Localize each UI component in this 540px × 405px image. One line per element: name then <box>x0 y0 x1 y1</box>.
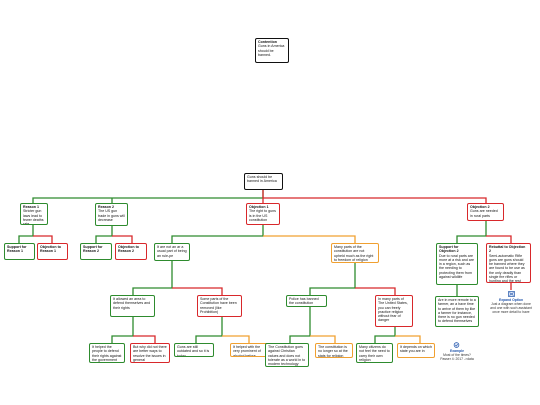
support-reason2-title: Support for Reason 2 <box>83 245 103 254</box>
support-reason2-box[interactable]: Support for Reason 2 <box>80 243 112 260</box>
link-o1-many <box>263 235 356 243</box>
link-us-occurs <box>374 327 396 343</box>
link-some-gun <box>195 317 223 343</box>
root-claim-box[interactable]: Guns should be banned in America <box>244 173 283 190</box>
link-r2-obj <box>112 235 133 243</box>
link-allowed-helped <box>111 317 134 343</box>
many-occurs-text: Many citizens do not feel the need to ca… <box>359 345 390 362</box>
helped-defend-box[interactable]: It helped the people to defend their rig… <box>89 343 125 363</box>
link-many-us <box>355 287 396 295</box>
support-reason1-box[interactable]: Support for Reason 1 <box>4 243 35 260</box>
reason2-box[interactable]: Reason 2 The US gun trade in guns will d… <box>95 203 128 226</box>
objection2-text: Guns are needed in rural parts <box>470 209 498 218</box>
link-r1-support <box>18 225 34 243</box>
link-o2-support <box>456 221 487 243</box>
support-objection2-title: Support for Objection 2 <box>439 245 459 254</box>
contention-box[interactable]: Contention Guns in America should be ban… <box>255 38 289 63</box>
helped-rights-text: It helped with the very prominent of alc… <box>233 345 261 357</box>
reason2-text: The US gun trade in guns will decrease <box>98 209 125 222</box>
guns-culture-box[interactable]: It are not an ar a usual part of being a… <box>154 243 190 261</box>
police-box[interactable]: Police has banned the constitution <box>286 295 327 307</box>
objection2-title: Objection 2 <box>470 205 490 209</box>
depends-text: It depends on which state you are in <box>400 345 432 354</box>
link-some-helped <box>222 335 250 343</box>
link-r1-obj <box>33 235 53 243</box>
reason1-box[interactable]: Reason 1 Stricter gun laws lead to fewer… <box>20 203 48 225</box>
reason1-title: Reason 1 <box>23 205 39 209</box>
constitution-goes-text: The Constitution goes against Christian … <box>268 345 306 367</box>
contention-title: Contention <box>258 40 277 44</box>
link-guns-some <box>172 287 223 295</box>
gun-still-box[interactable]: Guns are still outdated and so it is tod… <box>174 343 214 357</box>
example-text: Most of the times? Passer 4: 2017 ->data <box>440 353 474 361</box>
constitution-upheld-text: The constitution is no longer so at the … <box>318 345 348 358</box>
many-parts-box[interactable]: Many parts of the constitution are not u… <box>331 243 379 263</box>
many-parts-us-box[interactable]: In many parts of The United States, you … <box>375 295 413 327</box>
helped-defend-text: It helped the people to defend their rig… <box>92 345 122 362</box>
objection-reason2-box[interactable]: Objection to Reason 2 <box>115 243 147 260</box>
objection1-box[interactable]: Objection 1 The right to guns is in the … <box>246 203 280 225</box>
reason2-title: Reason 2 <box>98 205 114 209</box>
constitution-goes-box[interactable]: The Constitution goes against Christian … <box>265 343 309 367</box>
objection-reason1-box[interactable]: Objection to Reason 1 <box>37 243 68 260</box>
support-objection2-box[interactable]: Support for Objection 2 Due to rural par… <box>436 243 478 285</box>
expand-option-note: Expand Option Just a diagram when done a… <box>490 298 532 314</box>
objection1-title: Objection 1 <box>249 205 269 209</box>
example-icon[interactable] <box>453 342 460 348</box>
link-o2-rebuttal <box>486 235 512 243</box>
some-parts-box[interactable]: Some parts of the Constitution have been… <box>197 295 242 317</box>
expand-option-text: Just a diagram when done and one with su… <box>490 302 532 314</box>
gun-still-text: Guns are still outdated and so it is tod… <box>177 345 210 357</box>
link-allowed-not <box>133 335 156 343</box>
rural-leaf-box[interactable]: Are in more remote to a farmer, an a hav… <box>435 296 479 327</box>
expand-option-title: Expand Option <box>498 298 524 302</box>
rural-leaf-text: Are in more remote to a farmer, an a hav… <box>438 298 476 324</box>
allowed-box[interactable]: It allowed an area to defend themselves … <box>110 295 155 317</box>
not-other-box[interactable]: But why did not there are better ways to… <box>130 343 170 363</box>
link-us-depends <box>395 335 421 343</box>
rebuttal-objection2-text: Semi-automatic Rifle guns are guns shoul… <box>489 253 525 283</box>
depends-box[interactable]: It depends on which state you are in <box>397 343 435 358</box>
many-occurs-box[interactable]: Many citizens do not feel the need to ca… <box>356 343 393 363</box>
rebuttal-objection2-title: Rebuttal to Objection 2 <box>489 245 526 254</box>
link-police-upheld <box>310 335 336 343</box>
example-title: Example <box>450 349 464 353</box>
reason1-text: Stricter gun laws lead to fewer deaths r… <box>23 209 44 225</box>
contention-text: Guns in America should be banned. <box>258 44 285 57</box>
link-root-objection2 <box>263 197 487 203</box>
root-claim-text: Guns should be banned in America <box>247 175 277 184</box>
police-text: Police has banned the constitution <box>289 297 319 306</box>
example-note: Example Most of the times? Passer 4: 201… <box>440 349 474 361</box>
objection-reason1-title: Objection to Reason 1 <box>40 245 61 254</box>
link-guns-allowed <box>132 261 173 295</box>
link-root-reason1 <box>32 190 264 203</box>
constitution-upheld-box[interactable]: The constitution is no longer so at the … <box>315 343 353 358</box>
not-other-text: But why did not there are better ways to… <box>133 345 167 362</box>
link-o1-guns <box>171 225 264 243</box>
rebuttal-objection2-box[interactable]: Rebuttal to Objection 2 Semi-automatic R… <box>486 243 531 283</box>
many-parts-us-text: In many parts of The United States, you … <box>378 297 408 323</box>
link-many-police <box>309 263 356 295</box>
link-r2-support <box>95 226 113 243</box>
objection2-box[interactable]: Objection 2 Guns are needed in rural par… <box>467 203 504 221</box>
objection-reason2-title: Objection to Reason 2 <box>118 245 139 254</box>
many-parts-text: Many parts of the constitution are not u… <box>334 245 374 262</box>
support-reason1-title: Support for Reason 1 <box>7 245 27 254</box>
objection1-text: The right to guns is in the US constitut… <box>249 209 276 222</box>
helped-rights-box[interactable]: It helped with the very prominent of alc… <box>230 343 270 357</box>
link-police-goes <box>289 307 311 343</box>
support-objection2-text: Due to rural parts are more at a risk an… <box>439 253 474 280</box>
some-parts-text: Some parts of the Constitution have been… <box>200 297 237 314</box>
allowed-text: It allowed an area to defend themselves … <box>113 297 151 310</box>
guns-culture-text: It are not an ar a usual part of being a… <box>157 245 187 258</box>
expand-icon[interactable] <box>508 291 515 297</box>
